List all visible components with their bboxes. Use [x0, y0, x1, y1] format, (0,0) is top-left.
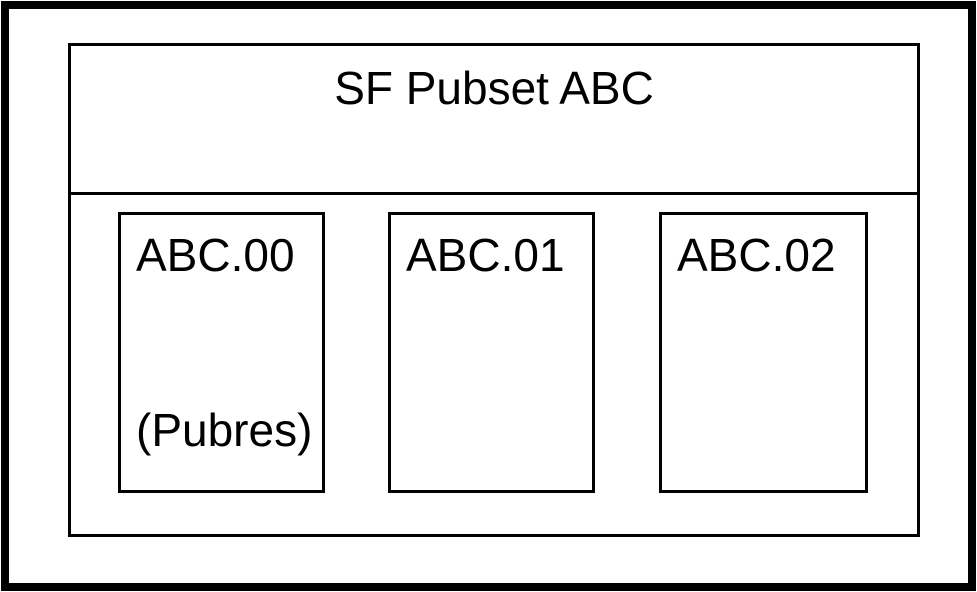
volume-box-abc00: ABC.00 (Pubres) — [118, 212, 325, 493]
volume-sublabel-pubres: (Pubres) — [136, 404, 313, 456]
volume-box-abc02: ABC.02 — [659, 212, 868, 493]
pubset-container: SF Pubset ABC ABC.00 (Pubres) ABC.01 ABC… — [68, 43, 920, 537]
volume-label: ABC.01 — [406, 229, 565, 281]
volume-label: ABC.02 — [677, 229, 836, 281]
volume-box-abc01: ABC.01 — [388, 212, 595, 493]
pubset-title: SF Pubset ABC — [71, 46, 917, 195]
volume-label: ABC.00 — [136, 229, 295, 281]
